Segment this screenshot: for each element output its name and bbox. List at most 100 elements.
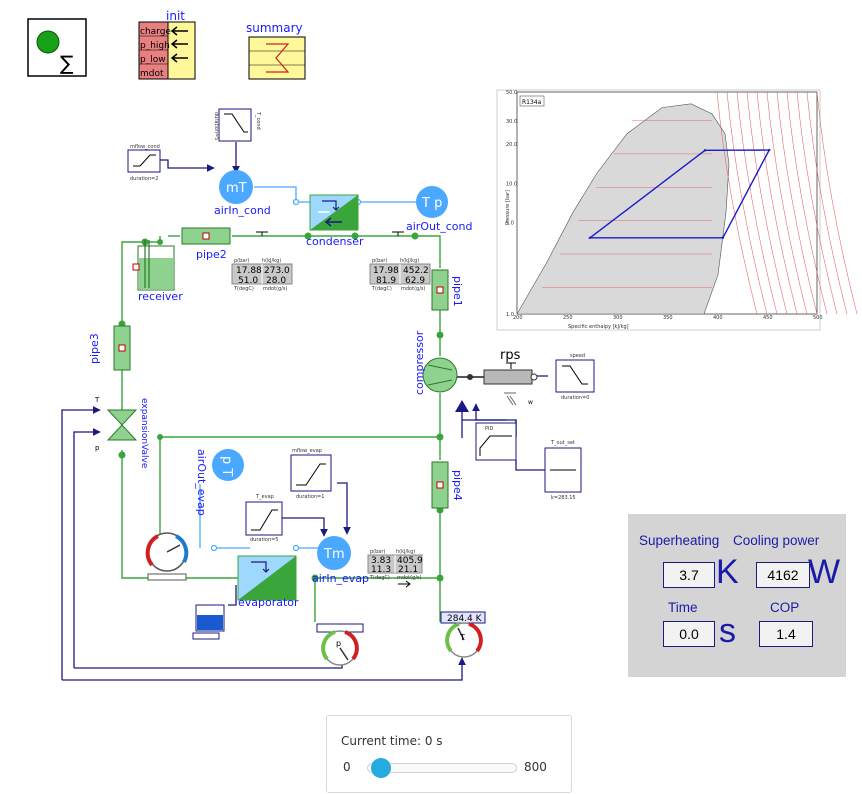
receiver[interactable]: receiver <box>132 240 183 303</box>
svg-text:51.0: 51.0 <box>238 276 258 286</box>
valve-p-input: p <box>95 444 100 452</box>
sensor-ticks <box>256 231 411 588</box>
ph-y-tick: 10.0 <box>506 181 517 187</box>
ph-isotherm <box>756 91 798 315</box>
svg-text:h(kJ/kg): h(kJ/kg) <box>396 549 415 555</box>
t-out-set-block[interactable]: T_out_set k=283.15 <box>544 440 582 501</box>
ph-isotherm <box>776 91 818 315</box>
slider-min: 0 <box>343 760 351 774</box>
svg-text:h(kJ/kg): h(kJ/kg) <box>262 258 281 264</box>
svg-text:62.9: 62.9 <box>405 276 425 286</box>
pipe2[interactable]: pipe2 <box>181 227 231 261</box>
summary-title: summary <box>246 21 303 35</box>
pid-label: PID <box>485 426 493 432</box>
svg-text:p(bar): p(bar) <box>234 258 249 264</box>
init-row-charge: charge <box>140 27 171 37</box>
pipe4-label: pipe4 <box>451 470 464 501</box>
pipe1-label: pipe1 <box>451 276 464 307</box>
svg-text:21.1: 21.1 <box>398 565 418 575</box>
ph-x-tick: 500 <box>813 315 823 321</box>
time-value: 0.0 <box>663 621 715 647</box>
pipe4[interactable]: pipe4 <box>431 461 464 509</box>
ph-chart-ylabel: Pressure [bar] <box>505 190 511 225</box>
svg-text:T(degC): T(degC) <box>233 286 254 292</box>
results-dashboard: Superheating Cooling power 3.7 K 4162 W … <box>628 514 846 677</box>
pipe3-label: pipe3 <box>88 333 101 364</box>
pt-label: p T <box>219 456 234 476</box>
airout-evap-sink[interactable]: p T airOut_evap <box>195 449 244 516</box>
mflow-evap-duration: duration=1 <box>296 494 324 500</box>
svg-text:∑: ∑ <box>60 51 74 75</box>
condenser-label: condenser <box>306 235 364 248</box>
ph-two-phase-dome <box>516 103 730 315</box>
t-cond-duration: duration=5 <box>213 112 219 140</box>
t-evap-ramp[interactable]: T_evap duration=5 <box>245 494 283 543</box>
svg-text:mdot(g/s): mdot(g/s) <box>397 575 421 581</box>
cooling-power-label: Cooling power <box>733 533 820 548</box>
expansion-valve[interactable]: expansionValve T p <box>94 396 149 469</box>
svg-text:p(bar): p(bar) <box>370 549 385 555</box>
state-table-condenser-outlet: p(bar) h(kJ/kg) 17.88 273.0 51.0 28.0 T(… <box>231 258 293 292</box>
init-row-p-low: p_low <box>140 55 166 65</box>
ph-isotherm <box>726 91 768 315</box>
airin-cond-source[interactable]: mT airIn_cond <box>214 170 271 217</box>
condenser[interactable]: condenser <box>306 194 364 248</box>
pipe3[interactable]: pipe3 <box>88 325 131 371</box>
ph-isotherm <box>796 91 838 315</box>
valve-t-input: T <box>94 396 100 404</box>
pid-block[interactable]: PID <box>475 422 517 461</box>
airout-cond-sink[interactable]: T p airOut_cond <box>406 186 473 233</box>
svg-text:mdot(g/s): mdot(g/s) <box>401 286 425 292</box>
t-cond-ramp[interactable]: T_cond duration=5 <box>213 108 261 142</box>
svg-text:17.88: 17.88 <box>236 266 262 276</box>
cop-label: COP <box>770 600 800 615</box>
init-icon[interactable]: init charge p_high p_low mdot <box>138 9 196 80</box>
t-cond-label: T_cond <box>255 111 261 130</box>
init-row-mdot: mdot <box>140 69 164 79</box>
compressor[interactable]: compressor <box>413 330 469 412</box>
pressure-gauge-p: p <box>336 639 341 648</box>
pipe1[interactable]: pipe1 <box>431 269 464 311</box>
ph-x-tick: 300 <box>613 315 623 321</box>
superheat-gauge <box>145 532 189 581</box>
w-label: w <box>528 399 533 406</box>
time-slider-track[interactable] <box>367 763 517 773</box>
refrigerant-lines <box>121 235 441 622</box>
mflow-cond-ramp[interactable]: mflow_cond duration=2 <box>127 144 161 182</box>
cooling-power-value: 4162 <box>756 562 810 588</box>
airin-evap-label: airIn_evap <box>312 572 369 585</box>
airin-evap-source[interactable]: Tm airIn_evap <box>312 536 369 585</box>
temperature-gauge-t: T <box>459 633 465 642</box>
ph-isotherm <box>746 91 788 315</box>
sum-icon[interactable]: ∑ <box>27 18 87 77</box>
airout-evap-label: airOut_evap <box>195 449 208 516</box>
svg-text:T(degC): T(degC) <box>371 286 392 292</box>
svg-text:28.0: 28.0 <box>266 276 286 286</box>
evaporator[interactable]: evaporator <box>237 555 299 609</box>
t-evap-duration: duration=5 <box>250 537 278 543</box>
ph-cycle-point <box>768 148 771 152</box>
pressure-gauge: p <box>316 623 364 666</box>
slider-max: 800 <box>524 760 547 774</box>
speed-ramp[interactable]: speed duration=0 <box>555 353 595 401</box>
receiver-label: receiver <box>138 290 183 303</box>
time-slider-thumb[interactable] <box>371 758 391 778</box>
summary-icon[interactable]: summary <box>246 21 306 80</box>
ph-y-tick: 5.0 <box>506 221 514 227</box>
current-time-label: Current time: 0 s <box>341 734 443 748</box>
ph-x-tick: 400 <box>713 315 723 321</box>
temperature-gauge-value: 284.4 K <box>447 614 483 624</box>
mflow-cond-label: mflow_cond <box>130 144 160 150</box>
ph-y-tick: 1.0 <box>506 312 514 318</box>
mt-label: mT <box>226 181 247 196</box>
ph-y-tick: 20.0 <box>506 142 517 148</box>
mflow-evap-ramp[interactable]: mflow_evap duration=1 <box>290 448 332 500</box>
ph-cycle-point <box>588 236 592 239</box>
svg-text:273.0: 273.0 <box>264 266 290 276</box>
init-title: init <box>166 9 185 23</box>
svg-text:11.3: 11.3 <box>371 565 391 575</box>
temperature-gauge: 284.4 K T <box>440 611 486 658</box>
superheating-value: 3.7 <box>663 562 715 588</box>
speed-drive[interactable]: rps w <box>457 348 538 406</box>
svg-text:mdot(g/s): mdot(g/s) <box>263 286 287 292</box>
